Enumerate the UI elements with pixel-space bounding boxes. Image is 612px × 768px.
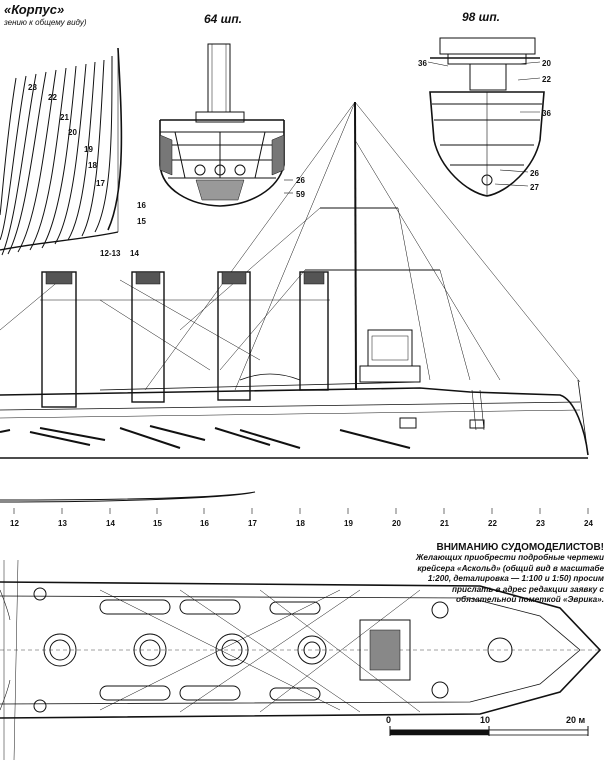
frame64-label: 26 [296, 176, 305, 185]
station-number: 20 [392, 519, 401, 528]
plan-view [0, 559, 602, 761]
frame98-label: 20 [542, 59, 551, 68]
notice-line: крейсера «Аскольд» (общий вид в масштабе [417, 563, 604, 573]
scale-tick-label: 10 [480, 715, 490, 725]
station-number: 15 [153, 519, 162, 528]
modelers-notice: ВНИМАНИЮ СУДОМОДЕЛИСТОВ! Желающих приобр… [368, 542, 604, 606]
frame-label: 20 [68, 128, 77, 137]
station-number: 17 [248, 519, 257, 528]
station-number: 16 [200, 519, 209, 528]
frame-64-title: 64 шп. [204, 12, 243, 26]
body-plan [0, 47, 123, 256]
station-number: 19 [344, 519, 353, 528]
scale-tick-label: 0 [386, 715, 391, 725]
side-profile [0, 101, 589, 503]
frame-98-title: 98 шп. [462, 10, 501, 24]
frame-label: 19 [84, 145, 93, 154]
frame-label: 22 [48, 93, 57, 102]
scale-tick-label: 20 м [566, 715, 586, 725]
frame-label: 14 [130, 249, 139, 258]
frame-label: 12-13 [100, 249, 121, 258]
station-number: 12 [10, 519, 19, 528]
frame98-label: 36 [418, 59, 427, 68]
frame98-label: 22 [542, 75, 551, 84]
frame-label: 23 [28, 83, 37, 92]
frame-98-section [427, 37, 545, 197]
frame64-label: 59 [296, 190, 305, 199]
frame-label: 17 [96, 179, 105, 188]
station-number: 23 [536, 519, 545, 528]
notice-line: Желающих приобрести подробные чертежи [415, 553, 604, 562]
station-number: 18 [296, 519, 305, 528]
page-subtitle: зению к общему виду) [4, 18, 87, 27]
scale-bar [389, 726, 589, 736]
frame98-label: 27 [530, 183, 539, 192]
station-number: 14 [106, 519, 115, 528]
station-number: 13 [58, 519, 67, 528]
page-title: «Корпус» [4, 2, 65, 17]
frame98-label: 26 [530, 169, 539, 178]
notice-line: обязательной пометкой «Эврика». [456, 595, 604, 604]
frame-label: 15 [137, 217, 146, 226]
notice-line: прислать в адрес редакции заявку с [451, 584, 604, 594]
notice-heading: ВНИМАНИЮ СУДОМОДЕЛИСТОВ! [436, 542, 604, 553]
station-ticks [13, 508, 589, 514]
frame-label: 16 [137, 201, 146, 210]
frame-64-section [159, 43, 293, 207]
station-number: 22 [488, 519, 497, 528]
frame-label: 21 [60, 113, 69, 122]
frame98-label: 36 [542, 109, 551, 118]
station-number: 21 [440, 519, 449, 528]
notice-line: 1:200, деталировка — 1:100 и 1:50) проси… [427, 574, 604, 583]
frame-label: 18 [88, 161, 97, 170]
station-number: 24 [584, 519, 593, 528]
